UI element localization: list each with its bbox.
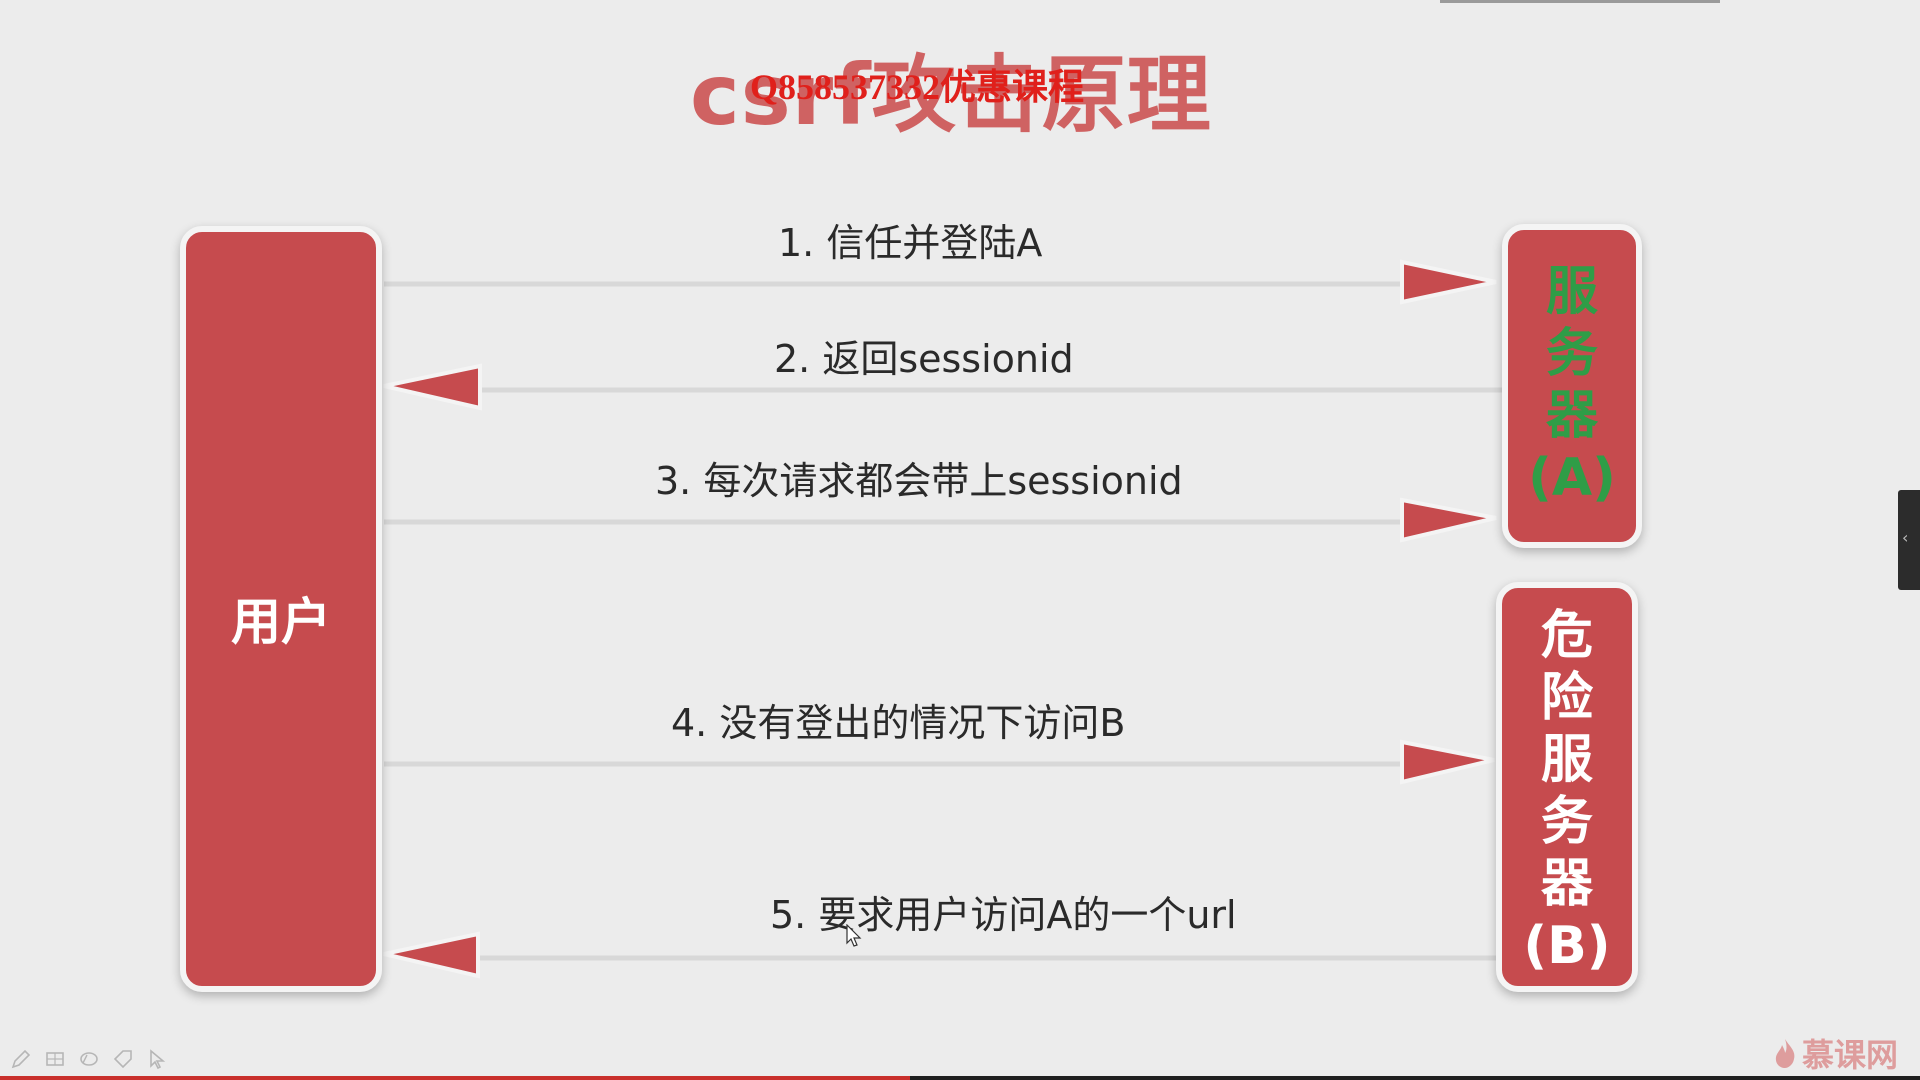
arrow-step-4 (384, 739, 1495, 785)
progress-track (0, 1076, 1920, 1080)
mouse-cursor-icon (846, 924, 862, 947)
server-a-char: 务 (1545, 324, 1598, 384)
server-b-char: (B) (1523, 916, 1611, 976)
user-box: 用户 (180, 226, 382, 992)
tag-icon[interactable] (112, 1048, 134, 1070)
server-b-char: 器 (1540, 854, 1593, 914)
grid-icon[interactable] (44, 1048, 66, 1070)
brand-name: 慕课网 (1802, 1036, 1899, 1074)
server-b-box: 危 险 服 务 器 (B) (1496, 582, 1638, 992)
server-b-char: 务 (1540, 792, 1593, 852)
top-edge-artifact (1440, 0, 1720, 3)
presentation-toolbar (10, 1044, 168, 1074)
server-b-char: 险 (1540, 668, 1593, 728)
arrow-step-5 (383, 931, 1500, 979)
step-2-label: 2. 返回sessionid (774, 337, 1074, 381)
pen-icon[interactable] (10, 1048, 32, 1070)
step-1-label: 1. 信任并登陆A (778, 221, 1043, 265)
pointer-icon[interactable] (146, 1048, 168, 1070)
server-b-char: 危 (1540, 606, 1593, 666)
server-b-label: 危 险 服 务 器 (B) (1502, 610, 1632, 982)
server-a-box: 服 务 器 (A) (1502, 224, 1642, 548)
server-a-label: 服 务 器 (A) (1508, 266, 1636, 514)
eraser-icon[interactable] (78, 1048, 100, 1070)
step-5-label: 5. 要求用户访问A的一个url (770, 893, 1237, 937)
progress-fill (0, 1076, 910, 1080)
server-a-char: 服 (1545, 262, 1598, 322)
side-panel-toggle[interactable]: ‹ (1898, 490, 1920, 590)
step-3-label: 3. 每次请求都会带上sessionid (655, 459, 1183, 503)
title-text: csrf攻击原理 (690, 46, 1212, 144)
arrow-step-1 (384, 259, 1497, 305)
chevron-left-icon: ‹ (1902, 528, 1909, 547)
server-a-char: 器 (1545, 386, 1598, 446)
slide-title: csrf攻击原理 Q858537332优惠课程 (690, 28, 1211, 144)
user-label: 用户 (231, 593, 331, 651)
watermark-text: Q858537332优惠课程 (750, 67, 1085, 107)
arrow-step-3 (384, 497, 1497, 543)
step-4-label: 4. 没有登出的情况下访问B (671, 701, 1126, 745)
server-a-char: (A) (1528, 448, 1616, 508)
server-b-char: 服 (1540, 730, 1593, 790)
brand-logo: 慕课网 (1772, 1030, 1898, 1076)
flame-icon (1775, 1039, 1795, 1068)
arrow-step-2 (383, 363, 1504, 411)
